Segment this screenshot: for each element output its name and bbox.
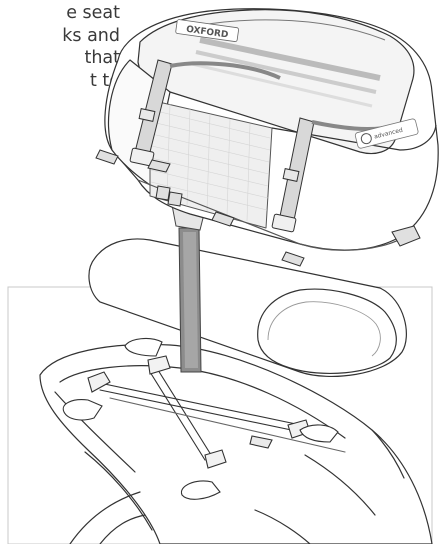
pillion-cushion bbox=[88, 238, 407, 378]
advanced-badge-icon: advanced bbox=[354, 118, 419, 149]
motorcycle-seat bbox=[39, 343, 433, 544]
bag-loops bbox=[95, 149, 421, 267]
instruction-line-2: ks and bbox=[62, 25, 120, 46]
instruction-line-3: that bbox=[84, 48, 120, 68]
strap-hooks bbox=[62, 337, 339, 500]
bag-straps bbox=[129, 59, 396, 233]
instruction-line-1: e seat bbox=[66, 3, 120, 23]
instruction-text: e seat ks and that t to bbox=[0, 2, 120, 92]
seat-straps bbox=[94, 369, 346, 461]
